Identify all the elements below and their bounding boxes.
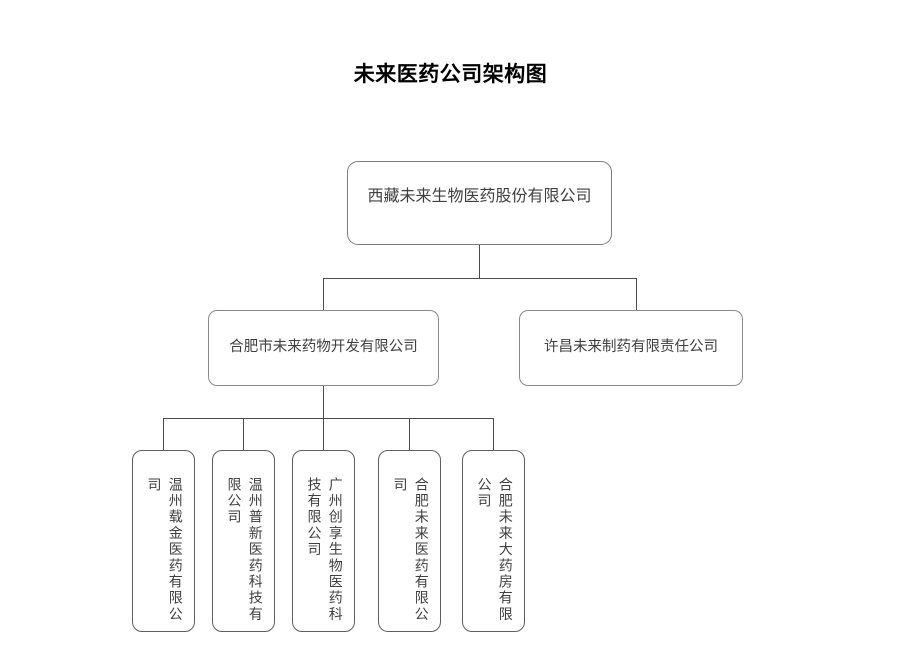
connector-drop-leaf5 [493, 418, 494, 450]
node-leaf5-label-wrap: 合肥未来大药房有限公司 [463, 477, 524, 627]
connector-root-stem [479, 245, 480, 278]
connector-level1-bus [323, 278, 637, 279]
node-leaf4-label: 合肥未来医药有限公司 [391, 477, 429, 623]
connector-drop-leaf2 [243, 418, 244, 450]
connector-drop-leaf4 [409, 418, 410, 450]
connector-drop-leaf3 [323, 418, 324, 450]
node-leaf2-label: 温州普新医药科技有限公司 [225, 477, 263, 623]
node-leaf3-label: 广州创享生物医药科技有限公司 [305, 477, 343, 623]
node-leaf-wenzhou-zaijin[interactable]: 温州载金医药有限公司 [132, 450, 195, 632]
node-leaf-wenzhou-puxin[interactable]: 温州普新医药科技有限公司 [212, 450, 275, 632]
connector-drop-leaf1 [163, 418, 164, 450]
connector-hefei-dev-stem [323, 386, 324, 418]
node-root[interactable]: 西藏未来生物医药股份有限公司 [347, 161, 612, 245]
node-hefei-dev-label: 合肥市未来药物开发有限公司 [229, 339, 418, 355]
node-root-label: 西藏未来生物医药股份有限公司 [367, 186, 592, 205]
node-leaf-hefei-weilai[interactable]: 合肥未来医药有限公司 [378, 450, 441, 632]
node-leaf5-label: 合肥未来大药房有限公司 [475, 477, 513, 623]
node-hefei-dev[interactable]: 合肥市未来药物开发有限公司 [208, 310, 439, 386]
node-leaf4-label-wrap: 合肥未来医药有限公司 [379, 477, 440, 627]
node-xuchang[interactable]: 许昌未来制药有限责任公司 [519, 310, 743, 386]
node-leaf-guangzhou-chuangxiang[interactable]: 广州创享生物医药科技有限公司 [292, 450, 355, 632]
node-leaf3-label-wrap: 广州创享生物医药科技有限公司 [293, 477, 354, 627]
connector-drop-xuchang [636, 278, 637, 310]
node-leaf2-label-wrap: 温州普新医药科技有限公司 [213, 477, 274, 627]
node-leaf1-label-wrap: 温州载金医药有限公司 [133, 477, 194, 627]
connector-level2-bus [163, 418, 494, 419]
node-xuchang-label: 许昌未来制药有限责任公司 [544, 339, 718, 355]
chart-title: 未来医药公司架构图 [353, 62, 548, 86]
node-leaf1-label: 温州载金医药有限公司 [145, 477, 183, 623]
connector-drop-hefei-dev [323, 278, 324, 310]
node-leaf-hefei-dayaofang[interactable]: 合肥未来大药房有限公司 [462, 450, 525, 632]
